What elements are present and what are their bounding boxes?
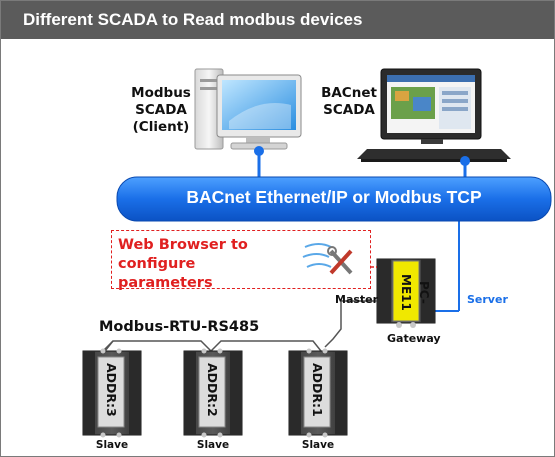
rs485-wiring xyxy=(102,300,377,352)
web-config-box xyxy=(111,230,371,289)
gateway-master-label: Master xyxy=(335,293,379,306)
modbus-scada-computer-icon xyxy=(194,68,302,150)
network-bus-label: BACnet Ethernet/IP or Modbus TCP xyxy=(186,187,482,207)
bacnet-scada-computer-icon xyxy=(357,68,511,162)
slave-module-1-icon xyxy=(288,348,348,438)
bacnet-scada-line1: BACnet xyxy=(321,85,377,101)
title-bar: Different SCADA to Read modbus devices xyxy=(1,1,554,39)
modbus-scada-line1: Modbus xyxy=(131,85,191,101)
slave-2-caption: Slave xyxy=(196,439,230,451)
gateway-server-label: Server xyxy=(467,293,508,306)
modbus-scada-label: Modbus SCADA (Client) xyxy=(129,85,193,136)
slave-1-caption: Slave xyxy=(301,439,335,451)
slave-3-addr: ADDR:3 xyxy=(104,363,119,417)
page-title: Different SCADA to Read modbus devices xyxy=(23,10,363,29)
slave-module-2-icon xyxy=(183,348,243,438)
network-drop-lines xyxy=(254,146,470,312)
gateway-caption: Gateway xyxy=(387,332,441,345)
bacnet-scada-line2: SCADA xyxy=(323,102,375,118)
slave-module-3-icon xyxy=(82,348,142,438)
slave-3-caption: Slave xyxy=(95,439,129,451)
slave-2-addr: ADDR:2 xyxy=(205,363,220,417)
modbus-scada-line2: SCADA xyxy=(135,102,187,118)
web-config-label: Web Browser to configure parameters xyxy=(118,237,248,291)
gateway-model-label: PC-ME11 xyxy=(399,273,431,311)
bacnet-scada-label: BACnet SCADA xyxy=(319,85,379,119)
rs485-label: Modbus-RTU-RS485 xyxy=(99,319,260,335)
modbus-scada-line3: (Client) xyxy=(132,119,190,135)
network-bus xyxy=(116,176,552,222)
slave-1-addr: ADDR:1 xyxy=(310,363,325,417)
gateway-device-icon xyxy=(376,258,436,328)
tools-icon xyxy=(302,243,353,275)
